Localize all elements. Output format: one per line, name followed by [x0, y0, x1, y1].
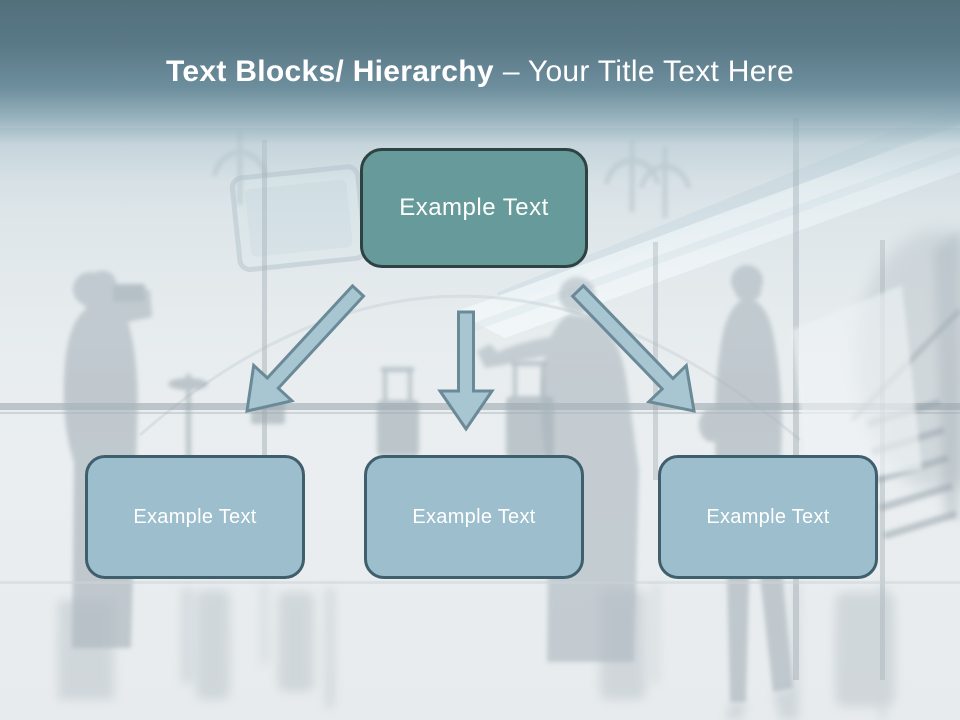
title-emphasis: Text Blocks/ Hierarchy [165, 55, 494, 88]
root-text-block-label: Example Text [399, 194, 549, 221]
child-text-block-3: Example Text [658, 455, 878, 579]
slide-title: Text Blocks/ Hierarchy– Your Title Text … [0, 55, 960, 89]
title-subtitle: – Your Title Text Here [502, 55, 795, 88]
floor-reflections [58, 584, 895, 720]
child-text-block-1: Example Text [85, 455, 305, 579]
floor-seam [0, 581, 960, 584]
child-text-block-1-label: Example Text [133, 505, 257, 528]
child-text-block-2-label: Example Text [412, 505, 536, 528]
handbag-silhouette [699, 408, 725, 442]
child-text-block-3-label: Example Text [706, 505, 830, 528]
root-text-block: Example Text [360, 148, 588, 268]
child-text-block-2: Example Text [364, 455, 584, 579]
